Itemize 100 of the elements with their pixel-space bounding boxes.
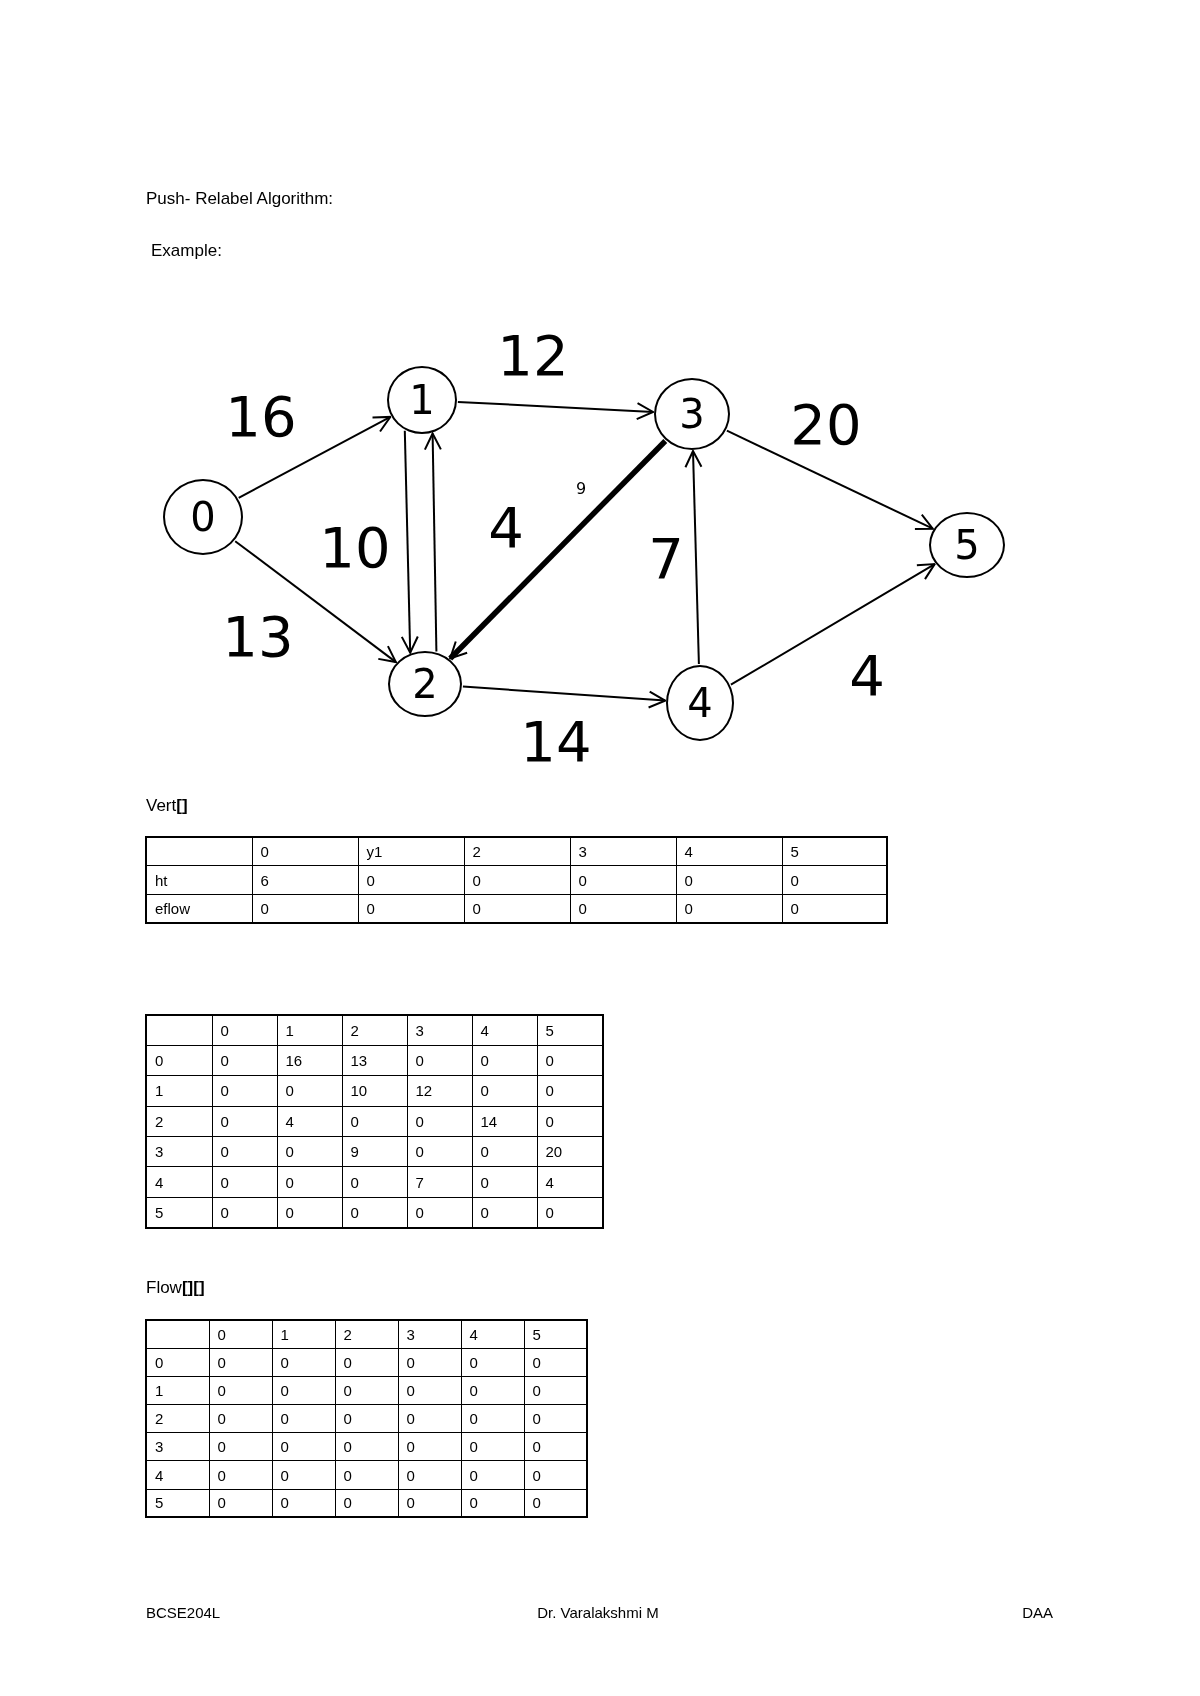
table-value: 12 <box>407 1075 472 1107</box>
table-value: 0 <box>472 1075 537 1107</box>
table-value: 0 <box>570 865 676 895</box>
table-value: 0 <box>407 1136 472 1167</box>
arrow <box>423 432 442 653</box>
table-value: 0 <box>461 1348 524 1377</box>
arrow <box>237 415 392 499</box>
row-header: 3 <box>146 1136 212 1167</box>
edge-label: 16 <box>225 389 297 445</box>
edge-label: 14 <box>520 714 592 770</box>
table-value: 0 <box>212 1075 277 1107</box>
table-value: 7 <box>407 1166 472 1198</box>
edge-label: 10 <box>319 520 391 576</box>
row-header: 4 <box>146 1166 212 1198</box>
footer-text: Dr. Varalakshmi M <box>537 1603 659 1623</box>
column-header: 0 <box>209 1320 272 1349</box>
table-value: 0 <box>342 1166 407 1198</box>
column-header: 3 <box>570 837 676 866</box>
table-value: 0 <box>461 1460 524 1490</box>
table-value: 4 <box>277 1106 342 1137</box>
arrow <box>461 685 667 709</box>
edge-label: 4 <box>488 500 524 556</box>
table-value: 0 <box>272 1404 335 1433</box>
table-value: 0 <box>472 1045 537 1076</box>
edge-label: 7 <box>648 531 684 587</box>
vertex-circle: 0 <box>163 479 243 555</box>
table-value: 0 <box>398 1432 461 1461</box>
table-value: 0 <box>335 1348 398 1377</box>
table-value: 13 <box>342 1045 407 1076</box>
table-value: 0 <box>277 1136 342 1167</box>
page-title: Push- Relabel Algorithm: <box>146 189 334 209</box>
table-value: 6 <box>252 865 358 895</box>
edge-label: 4 <box>849 648 885 704</box>
table-value: 0 <box>272 1348 335 1377</box>
column-header: 2 <box>335 1320 398 1349</box>
table-value: 0 <box>398 1460 461 1490</box>
vertex-circle: 2 <box>388 651 462 717</box>
table-value: 14 <box>472 1106 537 1137</box>
row-header: 1 <box>146 1376 209 1405</box>
table-value: 0 <box>335 1376 398 1405</box>
table-value: 0 <box>212 1106 277 1137</box>
table-value: 0 <box>335 1404 398 1433</box>
table-value: 0 <box>472 1166 537 1198</box>
row-header: 1 <box>146 1075 212 1107</box>
table-value: 0 <box>461 1432 524 1461</box>
table-value: 0 <box>398 1376 461 1405</box>
column-header: 1 <box>277 1015 342 1046</box>
column-header: 4 <box>461 1320 524 1349</box>
table-value: 0 <box>209 1432 272 1461</box>
edge-label: 13 <box>222 609 294 665</box>
arrow <box>725 429 934 531</box>
footer-text: BCSE204L <box>146 1603 221 1623</box>
table-value: 0 <box>676 865 782 895</box>
column-header: 3 <box>398 1320 461 1349</box>
edge-label: 20 <box>790 397 862 453</box>
table-value: 16 <box>277 1045 342 1076</box>
row-header: 2 <box>146 1106 212 1137</box>
column-header: 1 <box>272 1320 335 1349</box>
column-header: 0 <box>252 837 358 866</box>
table-value: 0 <box>335 1432 398 1461</box>
table-value: 0 <box>209 1404 272 1433</box>
table-value: 0 <box>335 1460 398 1490</box>
column-header: 2 <box>342 1015 407 1046</box>
vertex-circle: 5 <box>929 512 1005 578</box>
vertex-circle: 3 <box>654 378 730 450</box>
row-header: 2 <box>146 1404 209 1433</box>
table-value: 0 <box>209 1376 272 1405</box>
table-value: 0 <box>209 1460 272 1490</box>
table-value: 0 <box>358 865 464 895</box>
row-header: 4 <box>146 1460 209 1490</box>
thick-arrow <box>448 439 668 661</box>
row-header: 0 <box>146 1045 212 1076</box>
table-caption: Vert[] <box>146 796 188 816</box>
table-value: 0 <box>212 1045 277 1076</box>
arrow <box>234 540 397 664</box>
table-value: 0 <box>407 1045 472 1076</box>
table-caption: Flow[][] <box>146 1278 205 1298</box>
column-header: y1 <box>358 837 464 866</box>
table-value: 0 <box>398 1348 461 1377</box>
table-value: 0 <box>461 1404 524 1433</box>
footer-text: DAA <box>1022 1603 1053 1623</box>
column-header: 0 <box>212 1015 277 1046</box>
table-value: 0 <box>407 1106 472 1137</box>
arrow <box>684 450 703 665</box>
table-value: 0 <box>277 1075 342 1107</box>
row-header: 3 <box>146 1432 209 1461</box>
arrow <box>729 563 936 686</box>
vertex-circle: 1 <box>387 366 457 434</box>
table-value: 0 <box>277 1166 342 1198</box>
table-value: 0 <box>464 865 570 895</box>
table-value: 10 <box>342 1075 407 1107</box>
section-label: Example: <box>151 241 222 261</box>
table-value: 9 <box>342 1136 407 1167</box>
column-header: 3 <box>407 1015 472 1046</box>
column-header: 4 <box>472 1015 537 1046</box>
table-value: 0 <box>342 1106 407 1137</box>
table-value: 0 <box>212 1166 277 1198</box>
edge-label: 9 <box>575 481 587 497</box>
table-value: 0 <box>272 1432 335 1461</box>
table-value: 0 <box>272 1376 335 1405</box>
